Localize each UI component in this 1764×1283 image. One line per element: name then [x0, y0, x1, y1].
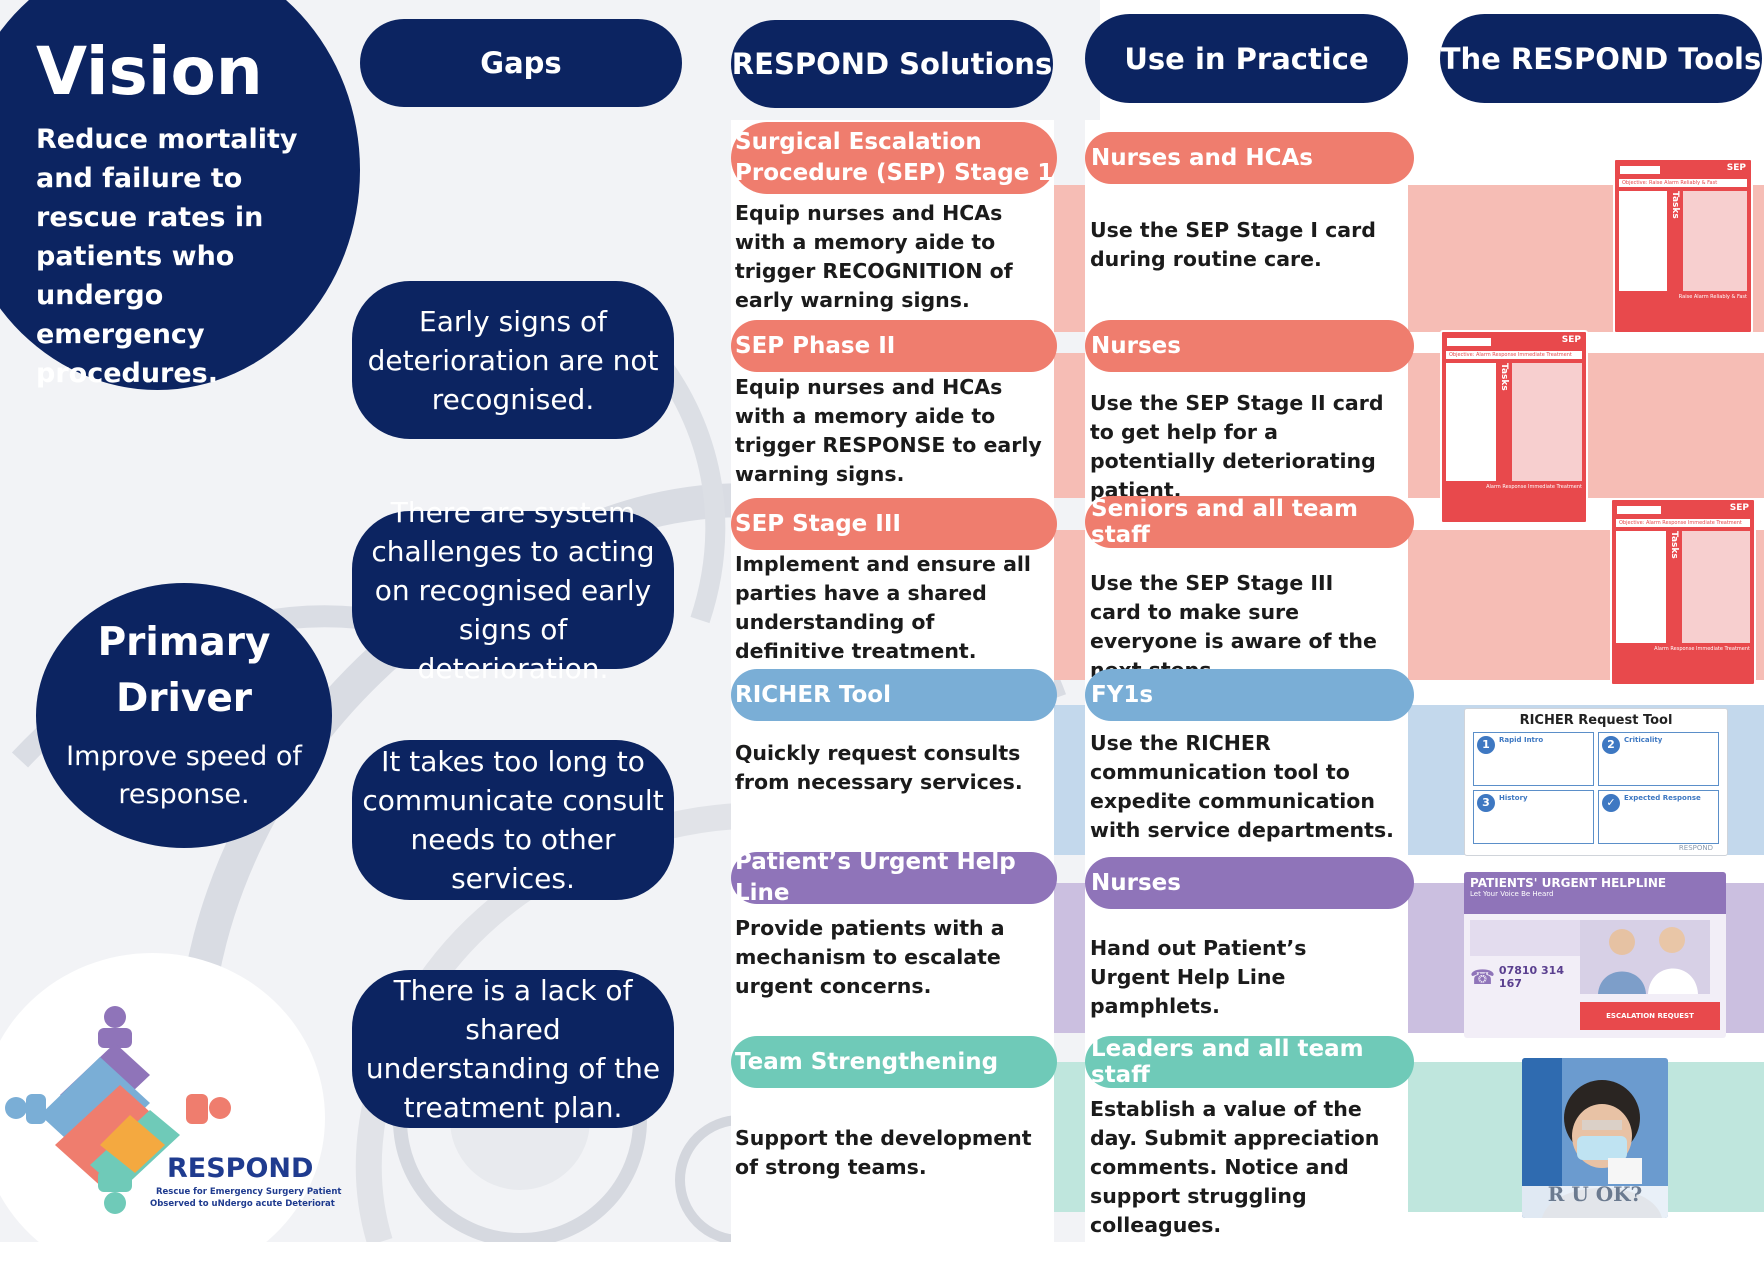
richer-q2: Criticality — [1624, 736, 1663, 744]
solution-text-sep2: Equip nurses and HCAs with a memory aide… — [735, 375, 1042, 486]
solution-text-helpline: Provide patients with a mechanism to esc… — [735, 916, 1005, 998]
practice-title-richer: FY1s — [1085, 669, 1414, 721]
solution-title-richer: RICHER Tool — [731, 669, 1057, 721]
practice-title-sep1: Nurses and HCAs — [1085, 132, 1414, 184]
richer-title: RICHER Request Tool — [1519, 713, 1673, 728]
practice-text-richer: Use the RICHER communication tool to exp… — [1090, 731, 1394, 842]
header-solutions: RESPOND Solutions — [731, 20, 1053, 108]
gap-item-2: There are system challenges to acting on… — [352, 496, 674, 685]
sep1-objective: Objective: Raise Alarm Reliably & Fast — [1619, 179, 1747, 187]
logo-name: RESPOND — [167, 1153, 314, 1184]
solution-title-helpline: Patient’s Urgent Help Line — [731, 849, 1057, 906]
sep2-footer: Alarm Response Immediate Treatment — [1486, 484, 1582, 490]
sep2-side-label: Tasks — [1499, 363, 1509, 391]
practice-text-team: Establish a value of the day. Submit app… — [1090, 1097, 1380, 1237]
practice-text-helpline: Hand out Patient’s Urgent Help Line pamp… — [1090, 936, 1307, 1018]
helpline-escalation-button: ESCALATION REQUEST — [1580, 1002, 1720, 1030]
ruok-photo: R U OK? — [1522, 1058, 1668, 1218]
solution-title-team: Team Strengthening — [731, 1036, 1057, 1088]
logo-tagline-2: Observed to uNdergo acute Deteriorat — [150, 1199, 335, 1209]
gap-item-1: Early signs of deterioration are not rec… — [352, 281, 674, 439]
sep1-heading: SEP — [1726, 163, 1746, 173]
sep-stage1-card: SEP Objective: Raise Alarm Reliably & Fa… — [1613, 158, 1753, 334]
practice-title-helpline: Nurses — [1085, 857, 1414, 909]
gap-item-3: It takes too long to communicate consult… — [352, 740, 674, 900]
practice-text-sep3: Use the SEP Stage III card to make sure … — [1090, 571, 1377, 682]
respond-logo-mark — [5, 1006, 231, 1214]
gap-item-4: There is a lack of shared understanding … — [352, 970, 674, 1128]
sep2-objective: Objective: Alarm Response Immediate Trea… — [1446, 351, 1582, 359]
sep-stage2-card: SEP Objective: Alarm Response Immediate … — [1440, 330, 1588, 524]
sep3-heading: SEP — [1729, 503, 1749, 513]
practice-title-sep3: Seniors and all team staff — [1085, 496, 1414, 548]
helpline-pamphlet: PATIENTS' URGENT HELPLINE Let Your Voice… — [1464, 872, 1726, 1038]
richer-tool-card: RICHER Request Tool 1 Rapid Intro 2 Crit… — [1464, 708, 1728, 856]
solution-title-sep2: SEP Phase II — [731, 320, 1057, 372]
primary-driver-title: Primary Driver — [97, 620, 271, 721]
logo-tagline-1: Rescue for Emergency Surgery Patient — [156, 1187, 342, 1197]
check-icon: ✓ — [1602, 794, 1620, 812]
sep1-footer: Raise Alarm Reliably & Fast — [1678, 294, 1747, 300]
practice-text-sep2: Use the SEP Stage II card to get help fo… — [1090, 391, 1384, 502]
sep3-objective: Objective: Alarm Response Immediate Trea… — [1616, 519, 1750, 527]
primary-driver-text: Improve speed of response. — [66, 741, 302, 810]
ruok-person-image — [1522, 1058, 1668, 1218]
sep-stage3-card: SEP Objective: Alarm Response Immediate … — [1610, 498, 1756, 686]
sep2-heading: SEP — [1561, 335, 1581, 345]
header-tools: The RESPOND Tools — [1440, 14, 1762, 103]
vision-title: Vision — [36, 33, 263, 110]
helpline-title: PATIENTS' URGENT HELPLINE — [1470, 876, 1667, 890]
practice-title-team: Leaders and all team staff — [1085, 1036, 1414, 1088]
richer-q1: Rapid Intro — [1499, 736, 1544, 744]
nurses-photo — [1580, 920, 1710, 994]
ruok-caption: R U OK? — [1547, 1182, 1643, 1206]
helpline-subtitle: Let Your Voice Be Heard — [1470, 890, 1554, 898]
solution-text-sep1: Equip nurses and HCAs with a memory aide… — [735, 201, 1013, 312]
header-gaps: Gaps — [360, 19, 682, 107]
solution-title-sep3: SEP Stage III — [731, 498, 1057, 550]
sep3-side-label: Tasks — [1669, 531, 1679, 559]
helpline-phone: 07810 314 167 — [1498, 964, 1564, 990]
solution-text-team: Support the development of strong teams. — [735, 1126, 1032, 1179]
sep3-footer: Alarm Response Immediate Treatment — [1654, 646, 1750, 652]
header-practice: Use in Practice — [1085, 14, 1408, 103]
vision-text: Reduce mortality and failure to rescue r… — [36, 124, 298, 389]
phone-icon: ☎ — [1470, 965, 1495, 989]
primary-driver-circle — [36, 583, 332, 848]
richer-q4: Expected Response — [1624, 794, 1701, 802]
practice-title-sep2: Nurses — [1085, 320, 1414, 372]
solution-text-sep3: Implement and ensure all parties have a … — [735, 552, 1031, 663]
sep1-side-label: Tasks — [1670, 191, 1680, 219]
richer-q3: History — [1499, 794, 1528, 802]
practice-text-sep1: Use the SEP Stage I card during routine … — [1090, 218, 1376, 271]
vision-circle — [0, 0, 360, 390]
richer-brand: RESPOND — [1678, 844, 1713, 852]
solution-title-sep1: Surgical Escalation Procedure (SEP) Stag… — [731, 122, 1057, 194]
solution-text-richer: Quickly request consults from necessary … — [735, 741, 1023, 794]
